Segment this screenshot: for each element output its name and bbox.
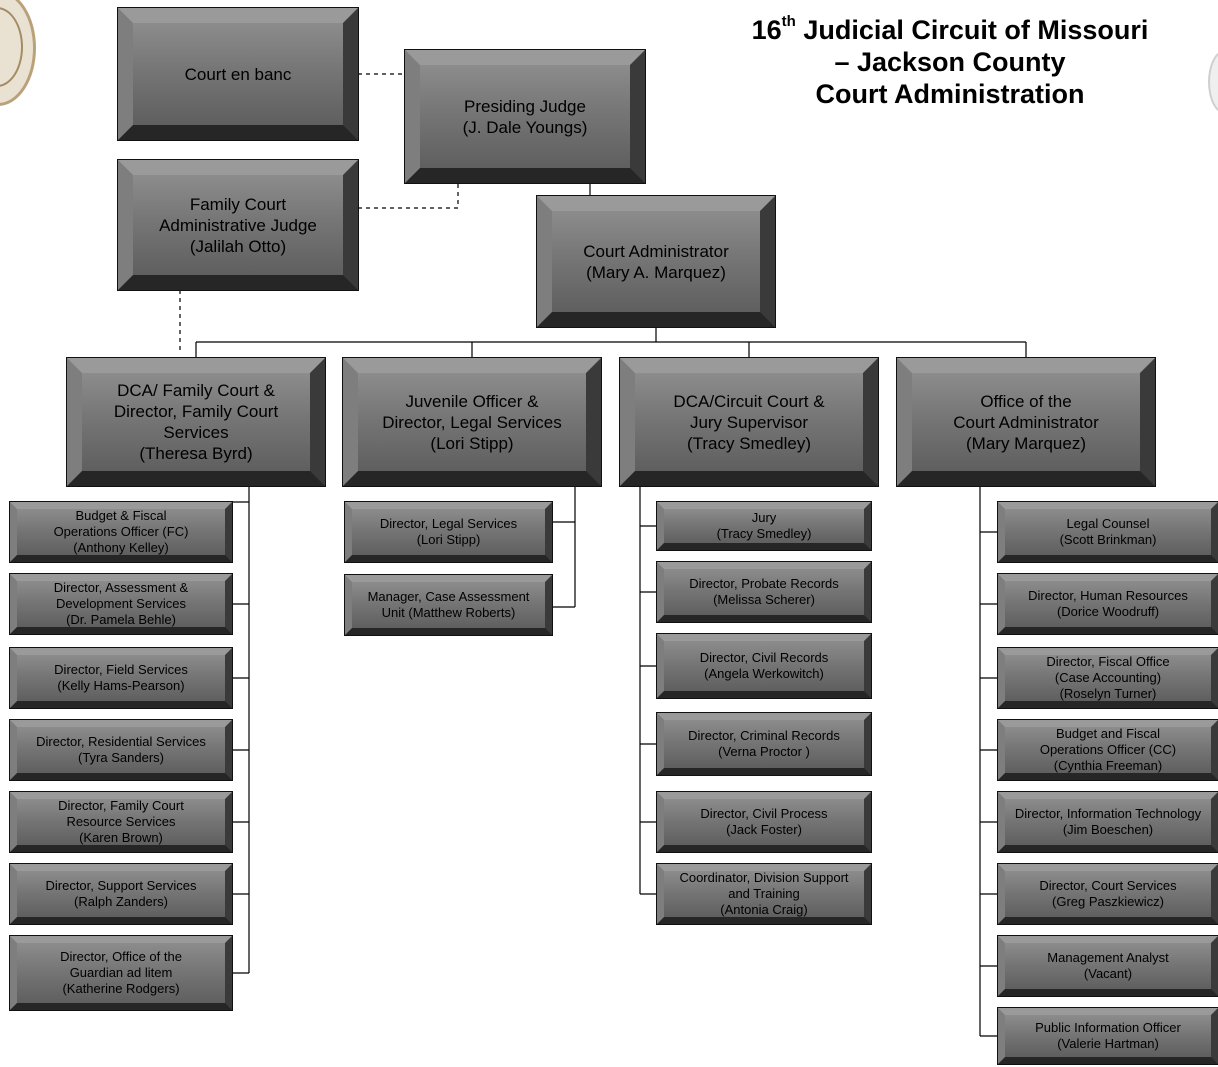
unit-family-court-resource: Director, Family Court Resource Services… xyxy=(10,792,232,852)
unit-civil-process: Director, Civil Process (Jack Foster) xyxy=(657,792,871,852)
unit-budget-fiscal-cc: Budget and Fiscal Operations Officer (CC… xyxy=(998,720,1218,780)
unit-field-services: Director, Field Services (Kelly Hams-Pea… xyxy=(10,648,232,708)
unit-human-resources: Director, Human Resources (Dorice Woodru… xyxy=(998,574,1218,634)
unit-fiscal-office: Director, Fiscal Office (Case Accounting… xyxy=(998,648,1218,708)
unit-guardian-ad-litem: Director, Office of the Guardian ad lite… xyxy=(10,936,232,1010)
title-line-2: – Jackson County xyxy=(834,47,1066,77)
box-division-juvenile-officer: Juvenile Officer & Director, Legal Servi… xyxy=(343,358,601,486)
court-seal-logo xyxy=(0,0,36,106)
unit-residential-services: Director, Residential Services (Tyra San… xyxy=(10,720,232,780)
unit-budget-fiscal-fc: Budget & Fiscal Operations Officer (FC) … xyxy=(10,502,232,562)
unit-information-technology: Director, Information Technology (Jim Bo… xyxy=(998,792,1218,852)
title-suffix: th xyxy=(781,13,796,30)
unit-court-services: Director, Court Services (Greg Paszkiewi… xyxy=(998,864,1218,924)
box-court-administrator: Court Administrator (Mary A. Marquez) xyxy=(537,196,775,327)
title-line-1: Judicial Circuit of Missouri xyxy=(795,15,1149,45)
title-line-3: Court Administration xyxy=(815,79,1085,109)
unit-support-services: Director, Support Services (Ralph Zander… xyxy=(10,864,232,924)
line-family-judge-presiding xyxy=(358,183,459,209)
unit-management-analyst: Management Analyst (Vacant) xyxy=(998,936,1218,996)
box-division-family-court: DCA/ Family Court & Director, Family Cou… xyxy=(67,358,325,486)
chart-title: 16th Judicial Circuit of Missouri – Jack… xyxy=(680,14,1218,110)
title-number: 16 xyxy=(751,15,782,45)
unit-jury: Jury (Tracy Smedley) xyxy=(657,502,871,550)
unit-division-support: Coordinator, Division Support and Traini… xyxy=(657,864,871,924)
box-division-office-administrator: Office of the Court Administrator (Mary … xyxy=(897,358,1155,486)
unit-probate-records: Director, Probate Records (Melissa Scher… xyxy=(657,562,871,622)
unit-legal-counsel: Legal Counsel (Scott Brinkman) xyxy=(998,502,1218,562)
box-family-court-judge: Family Court Administrative Judge (Jalil… xyxy=(118,160,358,290)
unit-criminal-records: Director, Criminal Records (Verna Procto… xyxy=(657,713,871,775)
box-court-en-banc: Court en banc xyxy=(118,8,358,140)
unit-public-information: Public Information Officer (Valerie Hart… xyxy=(998,1008,1218,1064)
unit-legal-services: Director, Legal Services (Lori Stipp) xyxy=(345,502,552,562)
box-presiding-judge: Presiding Judge (J. Dale Youngs) xyxy=(405,50,645,183)
unit-civil-records: Director, Civil Records (Angela Werkowit… xyxy=(657,634,871,698)
unit-assessment-development: Director, Assessment & Development Servi… xyxy=(10,574,232,634)
unit-case-assessment: Manager, Case Assessment Unit (Matthew R… xyxy=(345,575,552,635)
box-division-circuit-court: DCA/Circuit Court & Jury Supervisor (Tra… xyxy=(620,358,878,486)
